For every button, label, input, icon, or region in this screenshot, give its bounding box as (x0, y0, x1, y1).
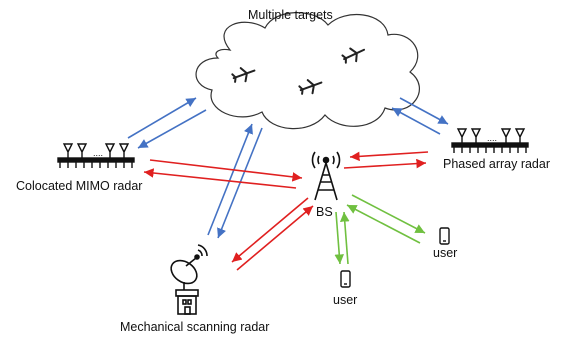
colocated-mimo-radar-icon: .... (57, 143, 135, 168)
user-label-right: user (433, 246, 458, 260)
airplane-icon (231, 67, 256, 83)
mechanical-radar-label: Mechanical scanning radar (120, 320, 270, 334)
user-label-bottom: user (333, 293, 358, 307)
target-links (127, 97, 449, 239)
airplane-icon (298, 79, 323, 95)
comm-links (334, 194, 426, 265)
svg-text:....: .... (93, 148, 103, 158)
mechanical-scanning-radar-icon (170, 244, 208, 315)
interference-links (143, 151, 429, 271)
svg-text:....: .... (487, 133, 497, 143)
phased-array-radar-icon: .... (451, 128, 529, 153)
airplane-icon (341, 47, 366, 64)
targets-label: Multiple targets (248, 8, 333, 22)
targets-cloud (195, 12, 420, 130)
base-station-tower-icon (311, 151, 341, 201)
phone-icon (340, 270, 351, 288)
phased-array-radar-label: Phased array radar (443, 157, 551, 171)
phone-icon (439, 227, 450, 245)
mimo-radar-label: Colocated MIMO radar (16, 179, 143, 193)
bs-label: BS (316, 205, 333, 219)
